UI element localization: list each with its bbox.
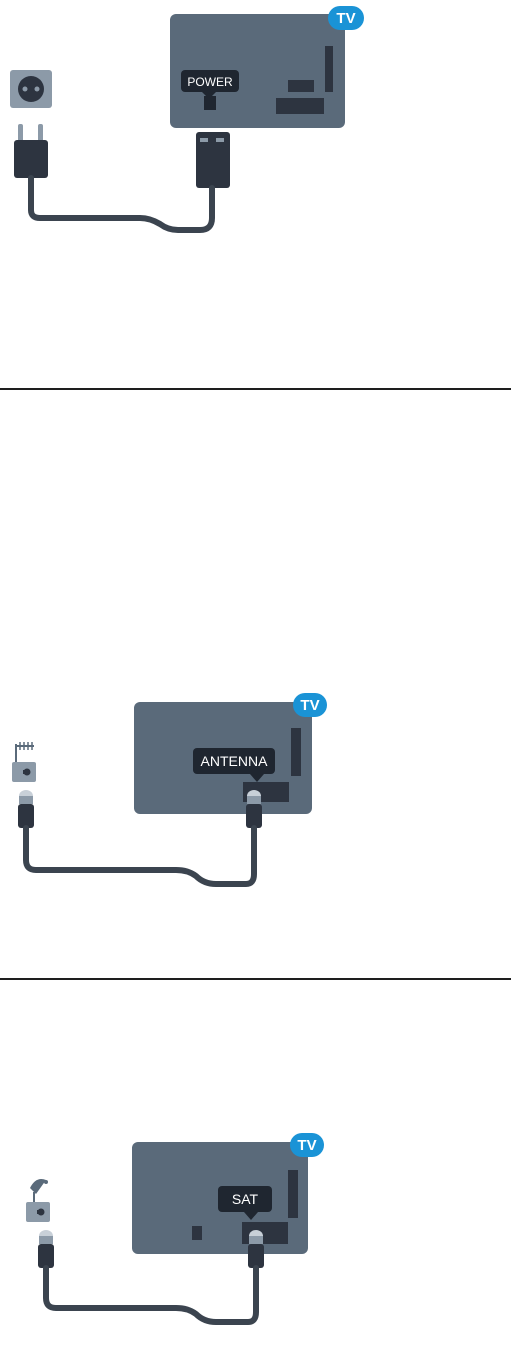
power-connection-diagram: TV POWER xyxy=(0,0,511,240)
tv-panel-slot xyxy=(192,1226,202,1240)
antenna-cable xyxy=(26,828,254,884)
tv-badge: TV xyxy=(328,6,364,30)
tv-panel-slot xyxy=(242,1222,288,1244)
satellite-wall-socket-icon xyxy=(26,1179,50,1222)
antenna-wall-socket-icon xyxy=(12,742,36,782)
port-label: SAT xyxy=(232,1191,259,1207)
power-connector-icon xyxy=(196,132,230,188)
tv-badge: TV xyxy=(290,1133,324,1157)
tv-badge-label: TV xyxy=(297,1137,316,1154)
tv-panel-slot xyxy=(291,728,301,776)
power-cable xyxy=(31,178,212,230)
port-label: ANTENNA xyxy=(201,753,269,769)
satellite-cable xyxy=(46,1268,256,1322)
coax-connector-icon xyxy=(246,790,262,828)
power-outlet-icon xyxy=(10,70,52,108)
section-divider xyxy=(0,388,511,390)
satellite-connection-diagram: TV SAT xyxy=(0,1130,511,1349)
coax-connector-icon xyxy=(38,1230,54,1268)
tv-badge: TV xyxy=(293,693,327,717)
tv-badge-label: TV xyxy=(336,10,355,27)
tv-badge-label: TV xyxy=(300,697,319,714)
coax-connector-icon xyxy=(18,790,34,828)
antenna-connection-diagram: TV ANTENNA xyxy=(0,690,511,920)
coax-connector-icon xyxy=(248,1230,264,1268)
tv-power-socket xyxy=(204,96,216,110)
section-divider xyxy=(0,978,511,980)
tv-panel-slot xyxy=(325,46,333,92)
port-label: POWER xyxy=(187,75,233,89)
power-plug-icon xyxy=(14,124,48,178)
tv-panel-slot xyxy=(288,1170,298,1218)
tv-panel-slot xyxy=(288,80,314,92)
tv-panel-slot xyxy=(276,98,324,114)
